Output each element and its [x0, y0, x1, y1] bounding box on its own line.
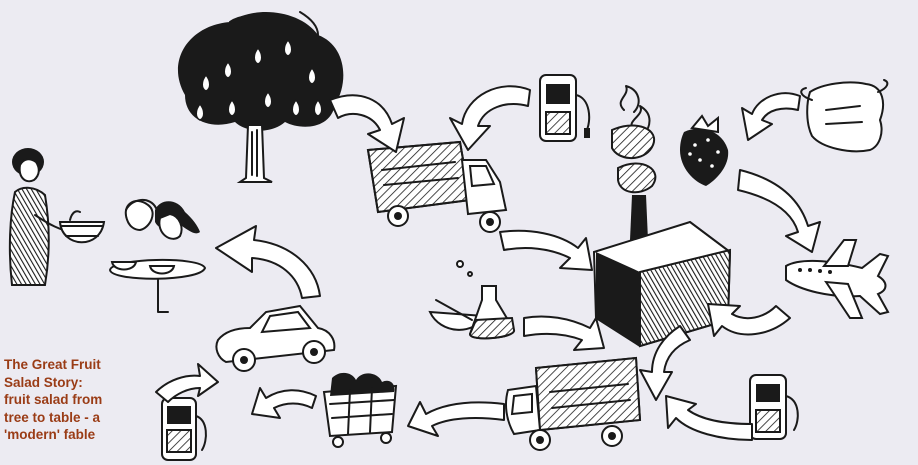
shopping-trolley — [322, 372, 398, 448]
arrow-plane-to-factory — [707, 303, 791, 337]
story-caption: The Great Fruit Salad Story: fruit salad… — [4, 356, 126, 444]
arrow-trolley-to-car — [251, 387, 317, 419]
arrow-truck-to-factory — [499, 229, 593, 271]
arrow-lab-to-factory — [523, 315, 605, 351]
flow-arrows — [155, 85, 821, 441]
pear-tree — [177, 11, 344, 183]
petrol-pump-bottom-right — [749, 374, 799, 440]
arrow-tree-to-truck — [329, 94, 405, 153]
arrow-strawberry-to-plane — [737, 169, 821, 253]
caption-line-2: Salad Story: — [4, 374, 83, 390]
factory — [592, 85, 732, 348]
arrow-pump-to-truck-bottom — [665, 395, 753, 441]
sack — [800, 79, 889, 153]
arrow-truck-to-trolley — [407, 401, 505, 437]
family-at-table — [8, 148, 207, 313]
petrol-pump-bottom-left — [161, 397, 207, 461]
petrol-pump-top — [539, 74, 591, 142]
caption-line-1: The Great Fruit — [4, 357, 101, 372]
delivery-truck-bottom — [505, 356, 642, 451]
airplane — [785, 239, 890, 319]
arrow-factory-to-truck — [639, 325, 691, 401]
delivery-truck-top — [366, 140, 508, 233]
arrow-pump-to-car — [155, 363, 219, 403]
strawberry — [680, 114, 729, 186]
caption-line-5: 'modern' fable — [4, 427, 96, 442]
lab-equipment — [428, 260, 516, 340]
arrow-car-to-table — [215, 225, 321, 299]
car — [215, 304, 336, 372]
caption-line-4: tree to table - a — [4, 409, 101, 425]
arrow-pump-to-truck — [449, 85, 531, 151]
arrow-sack-to-strawberry — [741, 92, 801, 141]
caption-line-3: fruit salad from — [4, 392, 103, 407]
